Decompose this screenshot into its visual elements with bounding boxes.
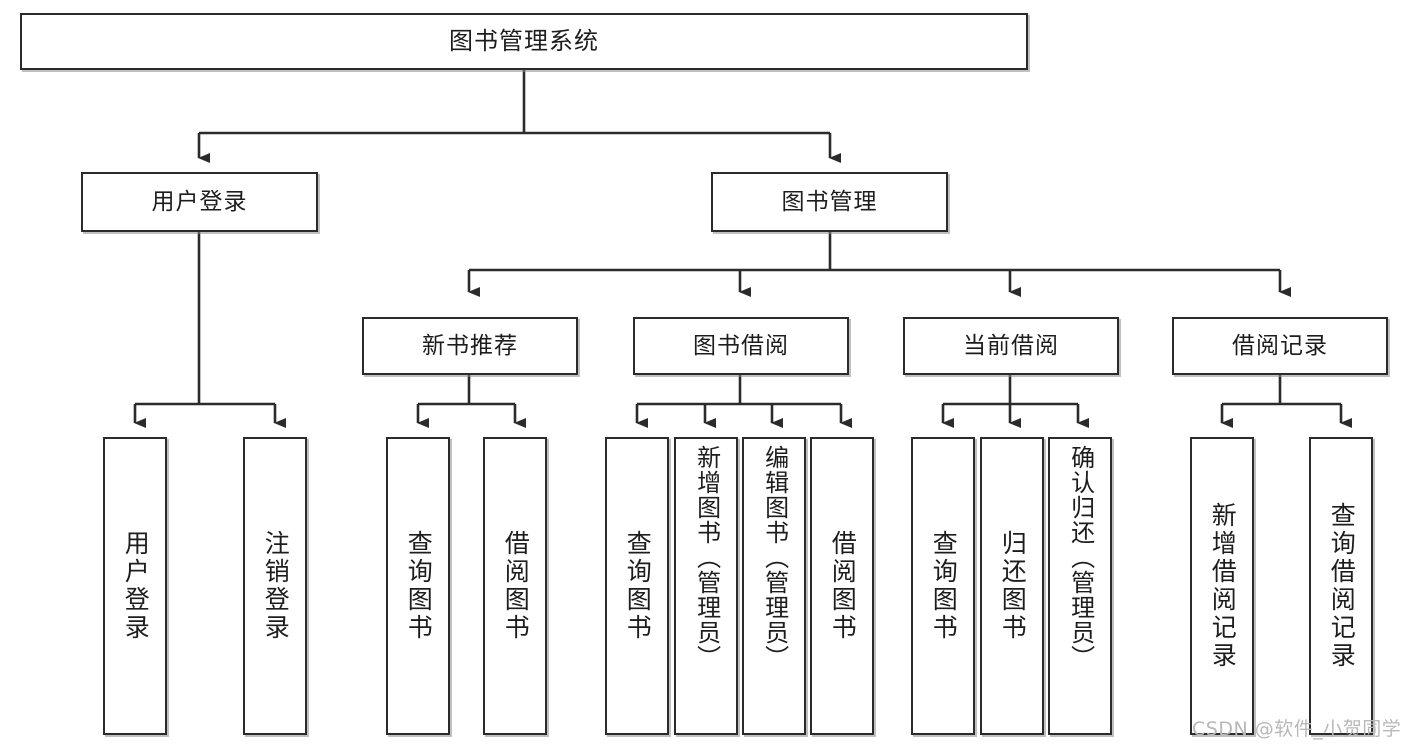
node-label: 借阅记录	[1232, 332, 1328, 359]
leaf-borrow-book-borrow[interactable]: 借阅图书	[810, 437, 874, 735]
leaf-logout[interactable]: 注销登录	[243, 437, 307, 735]
leaf-return-book[interactable]: 归还图书	[980, 437, 1044, 735]
leaf-query-book-borrow[interactable]: 查询图书	[605, 437, 669, 735]
node-book-borrowing[interactable]: 图书借阅	[633, 317, 849, 375]
node-label: 查询图书	[623, 530, 653, 642]
node-borrowing-records[interactable]: 借阅记录	[1172, 317, 1388, 375]
node-label: 确认归还（管理员）	[1066, 445, 1095, 670]
node-label: 归还图书	[998, 530, 1028, 642]
leaf-confirm-return-admin[interactable]: 确认归还（管理员）	[1048, 437, 1112, 735]
leaf-query-book-recommend[interactable]: 查询图书	[386, 437, 450, 735]
node-label: 查询借阅记录	[1327, 502, 1357, 670]
node-label: 查询图书	[929, 530, 959, 642]
node-label: 编辑图书（管理员）	[760, 445, 789, 670]
node-label: 图书借阅	[693, 332, 789, 359]
node-label: 图书管理系统	[449, 26, 599, 55]
node-label: 用户登录	[151, 188, 248, 215]
leaf-edit-book-admin[interactable]: 编辑图书（管理员）	[742, 437, 806, 735]
leaf-add-borrow-record[interactable]: 新增借阅记录	[1190, 437, 1254, 735]
leaf-user-login[interactable]: 用户登录	[103, 437, 167, 735]
node-user-login[interactable]: 用户登录	[81, 172, 318, 232]
node-book-management[interactable]: 图书管理	[711, 172, 948, 232]
leaf-query-borrow-record[interactable]: 查询借阅记录	[1309, 437, 1373, 735]
leaf-query-book-current[interactable]: 查询图书	[911, 437, 975, 735]
csdn-watermark: CSDN @软件_小贺同学	[1192, 718, 1402, 740]
node-label: 注销登录	[261, 530, 291, 642]
node-label: 新增借阅记录	[1208, 502, 1238, 670]
node-label: 用户登录	[121, 530, 151, 642]
node-label: 借阅图书	[828, 530, 858, 642]
node-label: 借阅图书	[501, 530, 531, 642]
leaf-borrow-book-recommend[interactable]: 借阅图书	[483, 437, 547, 735]
node-label: 新增图书（管理员）	[692, 445, 721, 670]
node-label: 查询图书	[404, 530, 434, 642]
node-label: 图书管理	[781, 188, 878, 215]
node-label: 新书推荐	[422, 332, 518, 359]
node-root-book-management-system[interactable]: 图书管理系统	[20, 13, 1028, 70]
node-new-book-recommendation[interactable]: 新书推荐	[362, 317, 578, 375]
node-current-borrowing[interactable]: 当前借阅	[903, 317, 1119, 375]
node-label: 当前借阅	[963, 332, 1059, 359]
leaf-add-book-admin[interactable]: 新增图书（管理员）	[674, 437, 738, 735]
